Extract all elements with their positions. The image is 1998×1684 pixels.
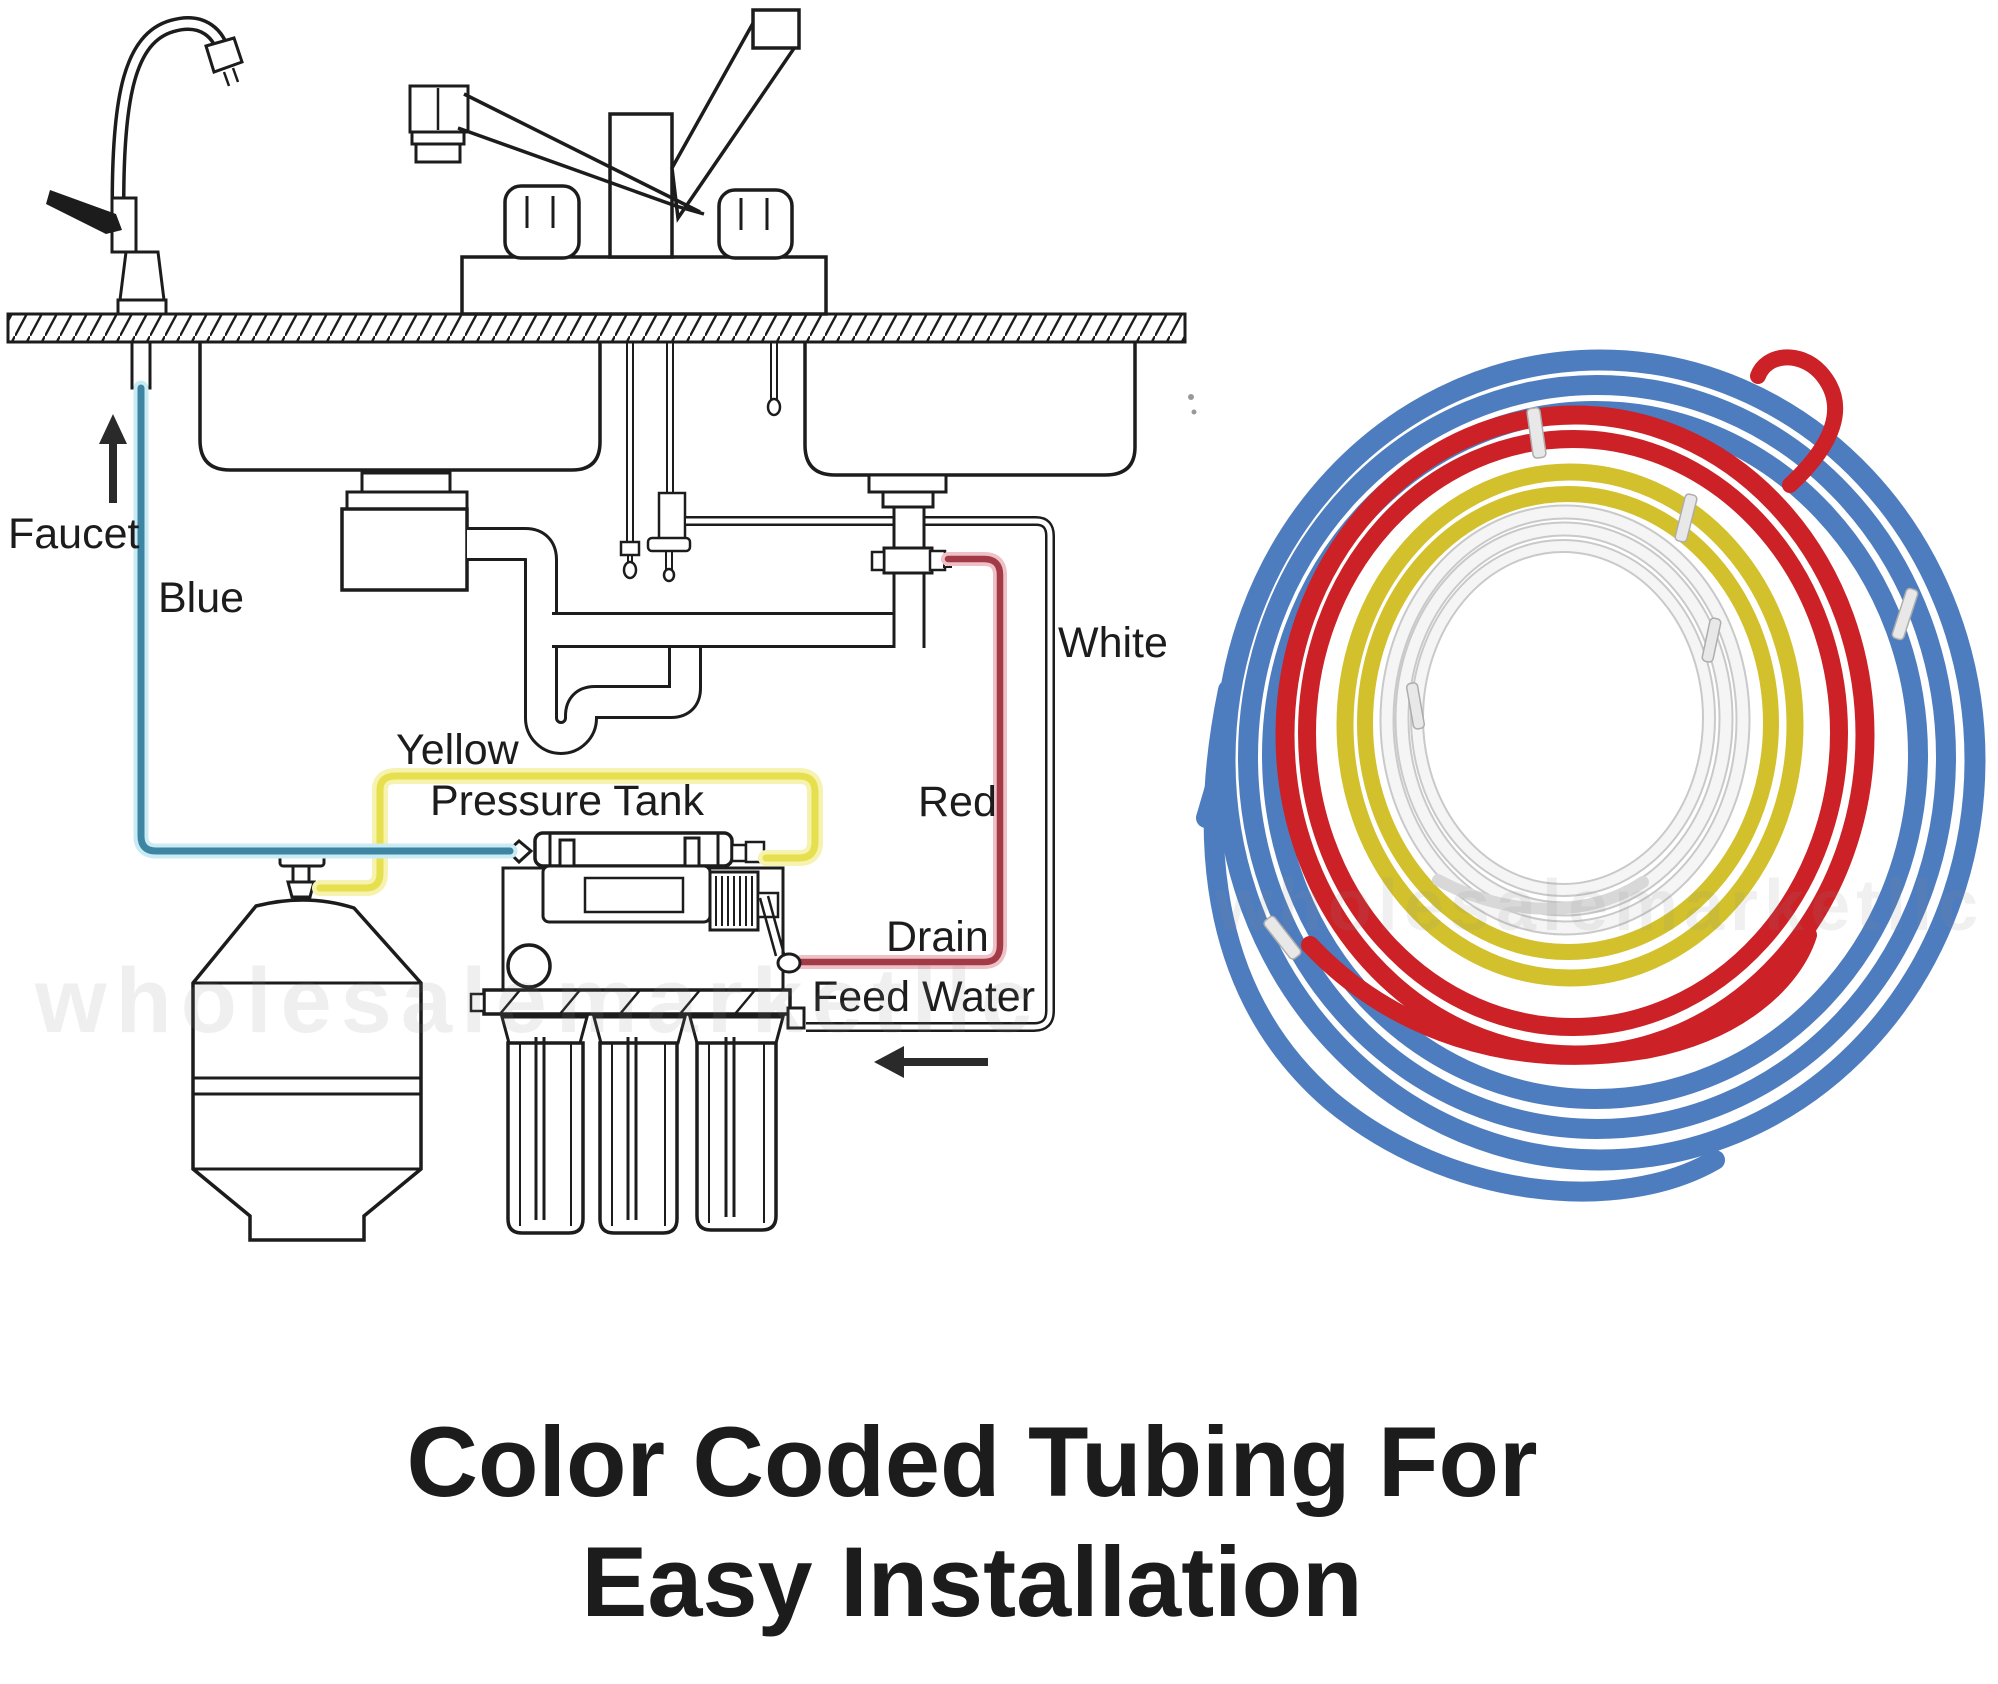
filter-cartridge xyxy=(592,1015,687,1235)
watermark-right: wholesalemarketllc xyxy=(1215,866,1984,946)
caption-line-2: Easy Installation xyxy=(581,1526,1362,1637)
label-red: Red xyxy=(918,778,997,826)
caption-line-1: Color Coded Tubing For xyxy=(407,1406,1538,1517)
disposal-flange xyxy=(360,471,452,494)
filter-cartridge xyxy=(500,1015,589,1235)
label-pressure-tank: Pressure Tank xyxy=(430,777,705,825)
ro-faucet-spout-tip xyxy=(204,36,244,74)
kitchen-faucet xyxy=(408,8,828,316)
cold-water-valve xyxy=(657,491,687,541)
countertop xyxy=(6,312,1187,344)
label-feed-water: Feed Water xyxy=(812,973,1035,1021)
red-tail-top xyxy=(1750,349,1843,493)
feed-fitting xyxy=(786,1006,806,1030)
annotations: Faucet Blue Yellow Pressure Tank White R… xyxy=(8,394,1197,1078)
label-yellow: Yellow xyxy=(396,726,520,774)
watermark-left: wholesalemarketllc xyxy=(34,950,1041,1052)
zip-ties xyxy=(1263,407,1919,960)
tubing-coil-photo xyxy=(1196,349,1986,1202)
pump-head xyxy=(506,943,552,989)
red-tail xyxy=(1301,926,1817,1065)
supply-lines xyxy=(619,342,782,583)
drain-saddle-valve xyxy=(870,546,952,575)
white-tail xyxy=(1432,874,1649,915)
postfilter xyxy=(541,864,712,924)
white-tube xyxy=(686,516,1055,1032)
label-white: White xyxy=(1058,619,1168,667)
left-sink xyxy=(198,342,602,472)
garbage-disposal xyxy=(340,507,469,592)
blue-tube xyxy=(133,380,518,859)
drain-plumbing xyxy=(340,471,952,755)
arrow-up-icon xyxy=(99,414,127,503)
label-drain: Drain xyxy=(886,913,989,961)
label-blue: Blue xyxy=(158,574,244,622)
filter-cartridge xyxy=(688,1015,785,1232)
pressure-tank xyxy=(191,852,423,1242)
ro-faucet-handle xyxy=(46,190,122,234)
label-faucet: Faucet xyxy=(8,510,140,558)
blue-tail xyxy=(1203,680,1725,1202)
yellow-tube xyxy=(312,768,823,896)
arrow-left-icon xyxy=(874,1046,988,1078)
kitchen-faucet-sprayer xyxy=(408,84,705,216)
coil-yellow xyxy=(1336,463,1804,987)
kitchen-faucet-base xyxy=(460,255,828,316)
ro-faucet xyxy=(46,16,244,390)
ro-system xyxy=(469,831,792,1235)
red-tube xyxy=(776,552,1007,974)
right-sink xyxy=(803,342,1137,477)
caption: Color Coded Tubing For Easy Installation xyxy=(407,1406,1538,1637)
sink-basins xyxy=(198,342,1137,477)
